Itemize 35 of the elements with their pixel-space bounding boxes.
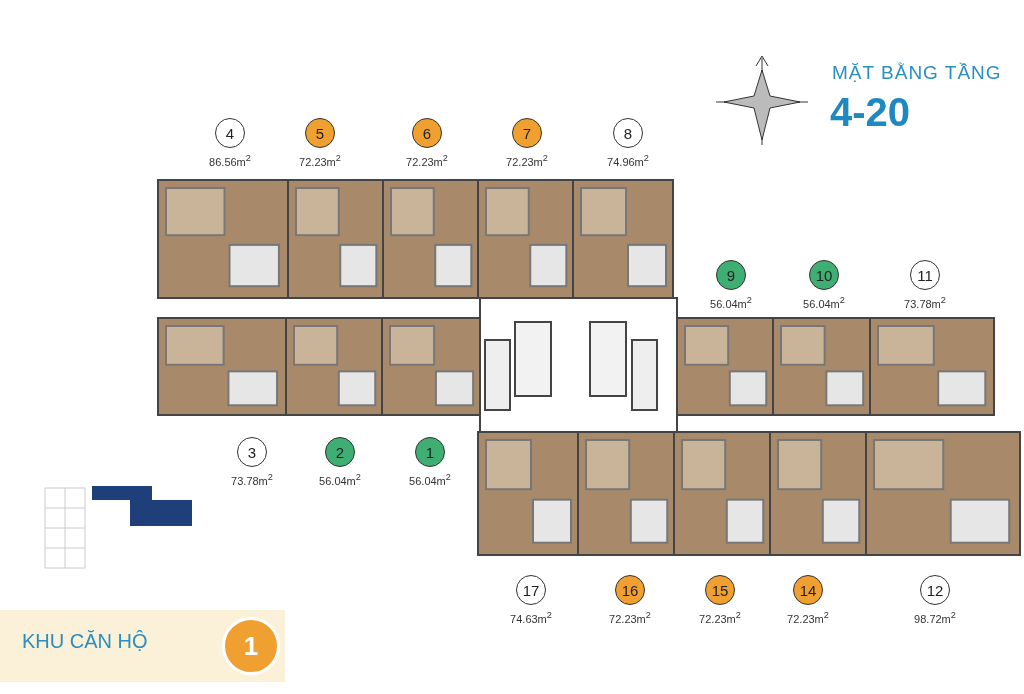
unit-number-circle: 17 bbox=[516, 575, 546, 605]
area-label: 72.23m$^{2}$ bbox=[298, 153, 342, 168]
area-label: 73.78m$^{2}$ bbox=[903, 295, 947, 310]
unit-number-circle: 6 bbox=[412, 118, 442, 148]
area-label: 56.04m$^{2}$ bbox=[408, 472, 452, 487]
area-label: 73.78m$^{2}$ bbox=[230, 472, 274, 487]
unit-number-circle: 7 bbox=[512, 118, 542, 148]
area-label: 74.96m$^{2}$ bbox=[606, 153, 650, 168]
area-label: 56.04m$^{2}$ bbox=[802, 295, 846, 310]
area-label: 98.72m$^{2}$ bbox=[913, 610, 957, 625]
floor-range-label: 4-20 bbox=[830, 90, 911, 135]
unit-number-circle: 14 bbox=[793, 575, 823, 605]
unit-number-circle: 5 bbox=[305, 118, 335, 148]
area-label: 56.04m$^{2}$ bbox=[318, 472, 362, 487]
area-label: 86.56m$^{2}$ bbox=[208, 153, 252, 168]
unit-number-circle: 3 bbox=[237, 437, 267, 467]
unit-number-circle: 4 bbox=[215, 118, 245, 148]
area-label: 72.23m$^{2}$ bbox=[698, 610, 742, 625]
unit-number-circle: 8 bbox=[613, 118, 643, 148]
unit-number-circle: 12 bbox=[920, 575, 950, 605]
area-label: 74.63m$^{2}$ bbox=[509, 610, 553, 625]
area-label: 72.23m$^{2}$ bbox=[505, 153, 549, 168]
area-label: 72.23m$^{2}$ bbox=[786, 610, 830, 625]
area-label: 72.23m$^{2}$ bbox=[608, 610, 652, 625]
unit-number-circle: 2 bbox=[325, 437, 355, 467]
title: MẶT BẰNG TẦNG bbox=[832, 62, 1002, 84]
area-label: 72.23m$^{2}$ bbox=[405, 153, 449, 168]
unit-number-circle: 16 bbox=[615, 575, 645, 605]
unit-number-circle: 1 bbox=[415, 437, 445, 467]
unit-number-circle: 9 bbox=[716, 260, 746, 290]
unit-number-circle: 11 bbox=[910, 260, 940, 290]
zone-label: KHU CĂN HỘ bbox=[22, 630, 148, 653]
area-label: 56.04m$^{2}$ bbox=[709, 295, 753, 310]
unit-number-circle: 15 bbox=[705, 575, 735, 605]
unit-number-circle: 10 bbox=[809, 260, 839, 290]
